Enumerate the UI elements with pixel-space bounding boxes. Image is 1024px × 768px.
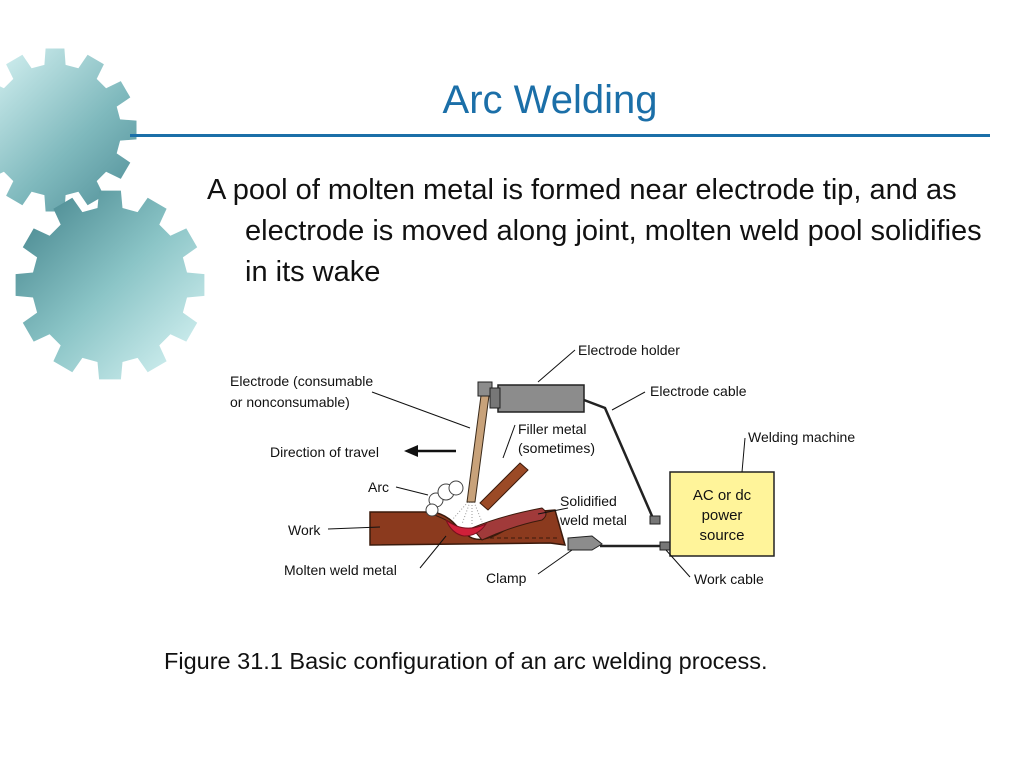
gear-shape	[15, 190, 205, 380]
gear-shape	[0, 48, 137, 212]
label-work: Work	[288, 522, 321, 538]
slide-title: Arc Welding	[442, 78, 658, 122]
cable-connector	[649, 515, 661, 525]
label-clamp: Clamp	[486, 570, 527, 586]
figure-caption: Figure 31.1 Basic configuration of an ar…	[164, 648, 768, 674]
work-cable-connector	[659, 541, 671, 551]
electrode-holder-tip	[489, 387, 501, 409]
label-filler-line2: (sometimes)	[518, 440, 595, 456]
clamp	[567, 535, 603, 551]
power-source-box	[669, 471, 775, 557]
label-arc: Arc	[368, 479, 389, 495]
arc-sparks	[451, 501, 483, 525]
direction-arrowhead	[404, 445, 418, 457]
title-divider	[130, 134, 990, 137]
label-electrode-line2: or nonconsumable)	[230, 394, 350, 410]
label-electrode-holder: Electrode holder	[578, 342, 680, 358]
gear-icon	[0, 48, 137, 212]
arc-shield-cloud	[425, 480, 464, 517]
label-direction-of-travel: Direction of travel	[270, 444, 379, 460]
filler-metal-rod	[479, 462, 529, 511]
solidified-weld-metal	[471, 507, 547, 541]
power-source-line2: power	[702, 507, 743, 524]
gear-icon	[15, 190, 205, 380]
molten-weld-pool	[445, 519, 488, 537]
label-molten-weld-metal: Molten weld metal	[284, 562, 397, 578]
label-welding-machine: Welding machine	[748, 429, 855, 445]
electrode	[466, 387, 491, 503]
decorative-gears	[0, 48, 205, 380]
label-solidified-line2: weld metal	[559, 512, 627, 528]
power-source-line3: source	[699, 527, 744, 544]
label-electrode-cable: Electrode cable	[650, 383, 747, 399]
label-work-cable: Work cable	[694, 571, 764, 587]
label-filler-line1: Filler metal	[518, 421, 586, 437]
leader-lines	[327, 349, 746, 578]
electrode-cable	[583, 398, 654, 517]
electrode-holder	[497, 384, 585, 413]
label-solidified-line1: Solidified	[560, 493, 617, 509]
arc-welding-diagram: AC or dc power source Electrode holder E…	[230, 342, 855, 587]
power-source-line1: AC or dc	[693, 487, 752, 504]
label-electrode-line1: Electrode (consumable	[230, 373, 373, 389]
slide-body-text: A pool of molten metal is formed near el…	[207, 174, 982, 288]
